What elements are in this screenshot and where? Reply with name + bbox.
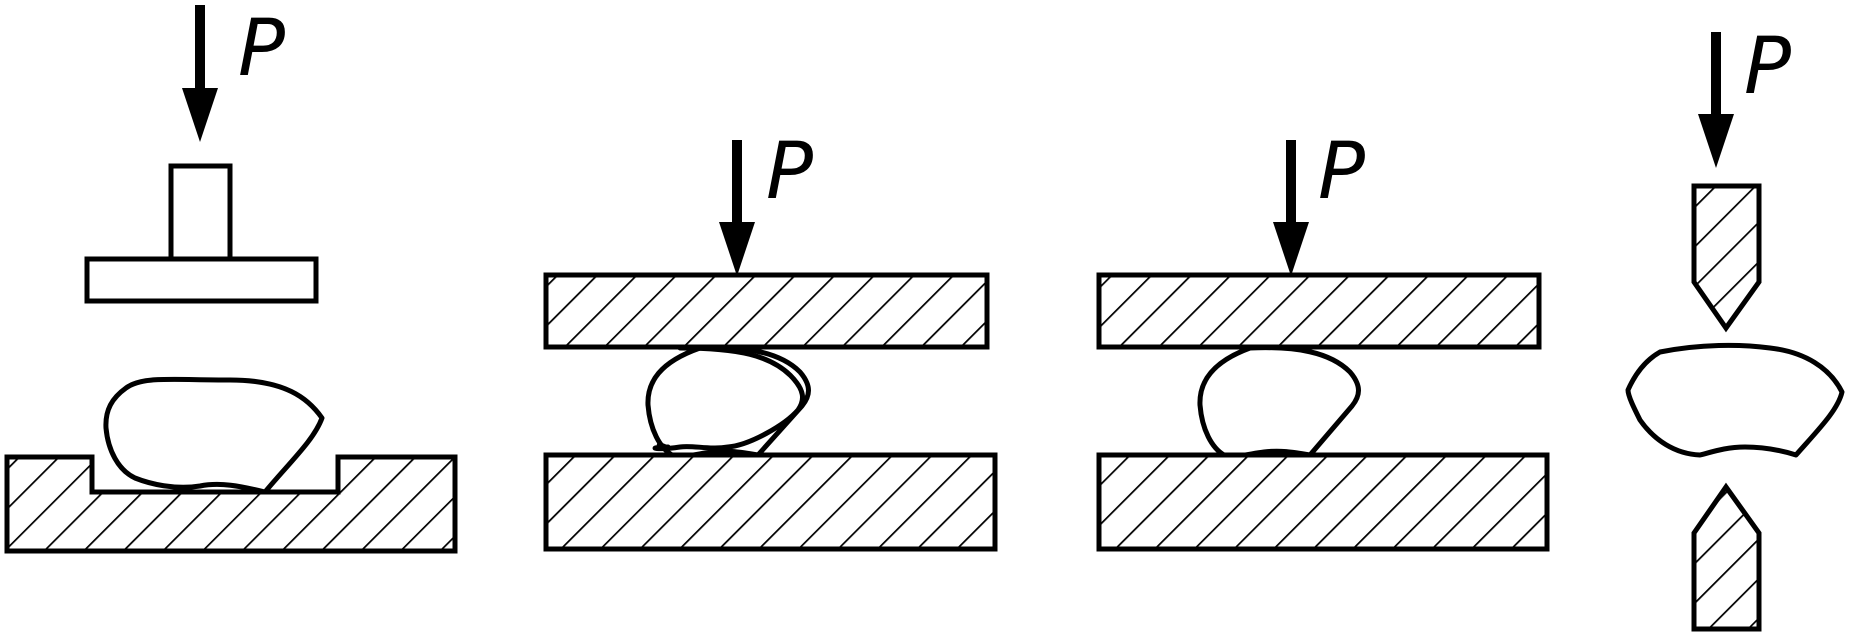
- specimen-2: [652, 345, 805, 452]
- flat-punch: [84, 163, 319, 304]
- upper-plate-3: [1096, 272, 1542, 350]
- specimen-3-shape: [1197, 345, 1361, 459]
- lower-plate-3: [1096, 452, 1550, 552]
- specimen-1: [103, 376, 325, 495]
- force-label-4: P: [1744, 22, 1791, 112]
- force-arrow-2: [719, 140, 755, 276]
- force-arrow-3: [1273, 140, 1309, 276]
- panel-1: P: [4, 4, 458, 554]
- specimen-2-shape: [645, 345, 811, 459]
- recessed-die: [4, 454, 458, 554]
- panel-2: P: [543, 127, 998, 552]
- lower-plate-2: [543, 452, 998, 552]
- panel-4: P: [1625, 22, 1845, 632]
- force-arrow-4: [1698, 32, 1734, 168]
- force-arrow-1: [182, 5, 218, 142]
- lower-knife-edge: [1691, 482, 1762, 632]
- force-label-1: P: [238, 4, 285, 94]
- panel-3: P: [1096, 127, 1550, 552]
- upper-plate-2: [543, 272, 990, 350]
- specimen-4: [1625, 342, 1845, 458]
- upper-knife-edge: [1691, 183, 1762, 333]
- force-label-2: P: [766, 127, 813, 217]
- force-label-3: P: [1318, 127, 1365, 217]
